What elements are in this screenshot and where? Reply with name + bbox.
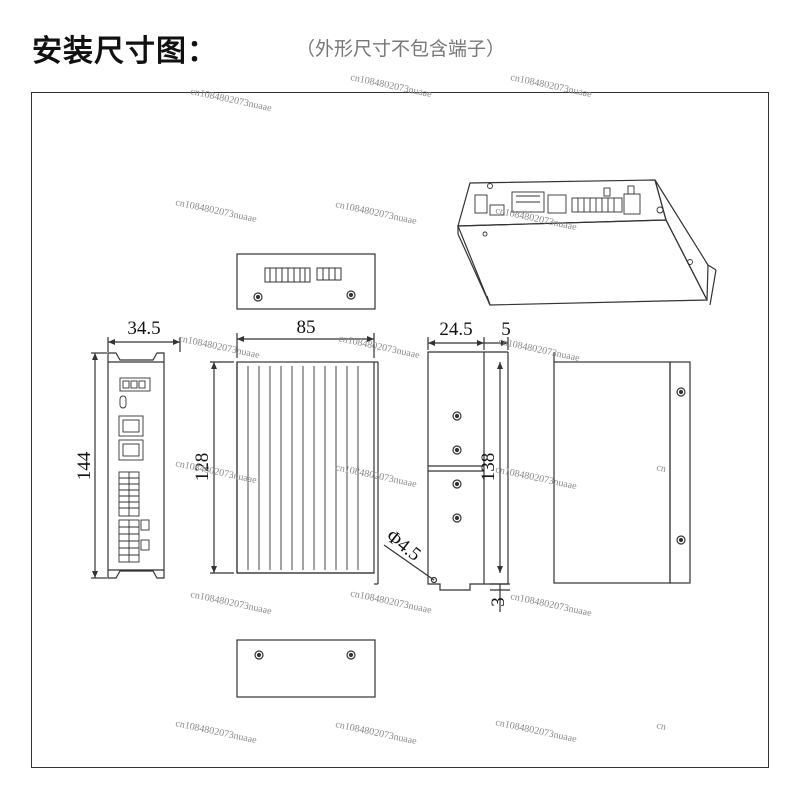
isometric-view bbox=[457, 179, 717, 306]
bottom-view bbox=[236, 639, 376, 698]
watermark-text: cn1084802073nuaae bbox=[334, 199, 418, 227]
watermark-text: cn1084802073nuaae bbox=[349, 72, 433, 100]
dim-rear-width: 24.5 bbox=[439, 319, 472, 340]
dim-front-width: 34.5 bbox=[127, 318, 160, 339]
watermark-text: cn1084802073nuaae bbox=[189, 86, 273, 114]
top-view bbox=[236, 253, 376, 310]
right-view bbox=[553, 352, 691, 584]
drawing-frame bbox=[31, 92, 769, 768]
dim-rear-offset: 5 bbox=[501, 319, 511, 340]
watermark-text: cn1084802073nuaae bbox=[494, 717, 578, 745]
front-view bbox=[91, 337, 181, 579]
watermark-text: cn1084802073nuaae bbox=[509, 591, 593, 619]
watermark-text: cn bbox=[655, 462, 667, 475]
watermark-text: cn1084802073nuaae bbox=[349, 588, 433, 616]
watermark-text: cn1084802073nuaae bbox=[174, 718, 258, 746]
watermark-text: cn1084802073nuaae bbox=[337, 333, 421, 361]
watermark-text: cn1084802073nuaae bbox=[174, 458, 258, 486]
watermark-text: cn1084802073nuaae bbox=[494, 464, 578, 492]
watermark-text: cn1084802073nuaae bbox=[189, 589, 273, 617]
watermark-text: cn1084802073nuaae bbox=[177, 333, 261, 361]
watermark-text: cn1084802073nuaae bbox=[334, 719, 418, 747]
dim-front-height: 144 bbox=[74, 451, 95, 480]
watermark-text: cn1084802073nuaae bbox=[509, 72, 593, 100]
dim-side-height: 128 bbox=[192, 453, 213, 482]
rear-view bbox=[383, 337, 510, 612]
dim-rear-height: 138 bbox=[478, 453, 499, 482]
dim-hole-diameter: Φ4.5 bbox=[382, 526, 425, 566]
side-view bbox=[210, 333, 379, 585]
dim-side-width: 85 bbox=[297, 317, 316, 338]
dim-bottom-offset: 3 bbox=[488, 597, 509, 607]
watermark-text: cn bbox=[655, 720, 667, 733]
watermark-text: cn1084802073nuaae bbox=[497, 336, 581, 364]
page-subtitle: （外形尺寸不包含端子） bbox=[296, 38, 506, 60]
page-title: 安装尺寸图： bbox=[32, 34, 218, 69]
watermark-text: cn1084802073nuaae bbox=[174, 197, 258, 225]
